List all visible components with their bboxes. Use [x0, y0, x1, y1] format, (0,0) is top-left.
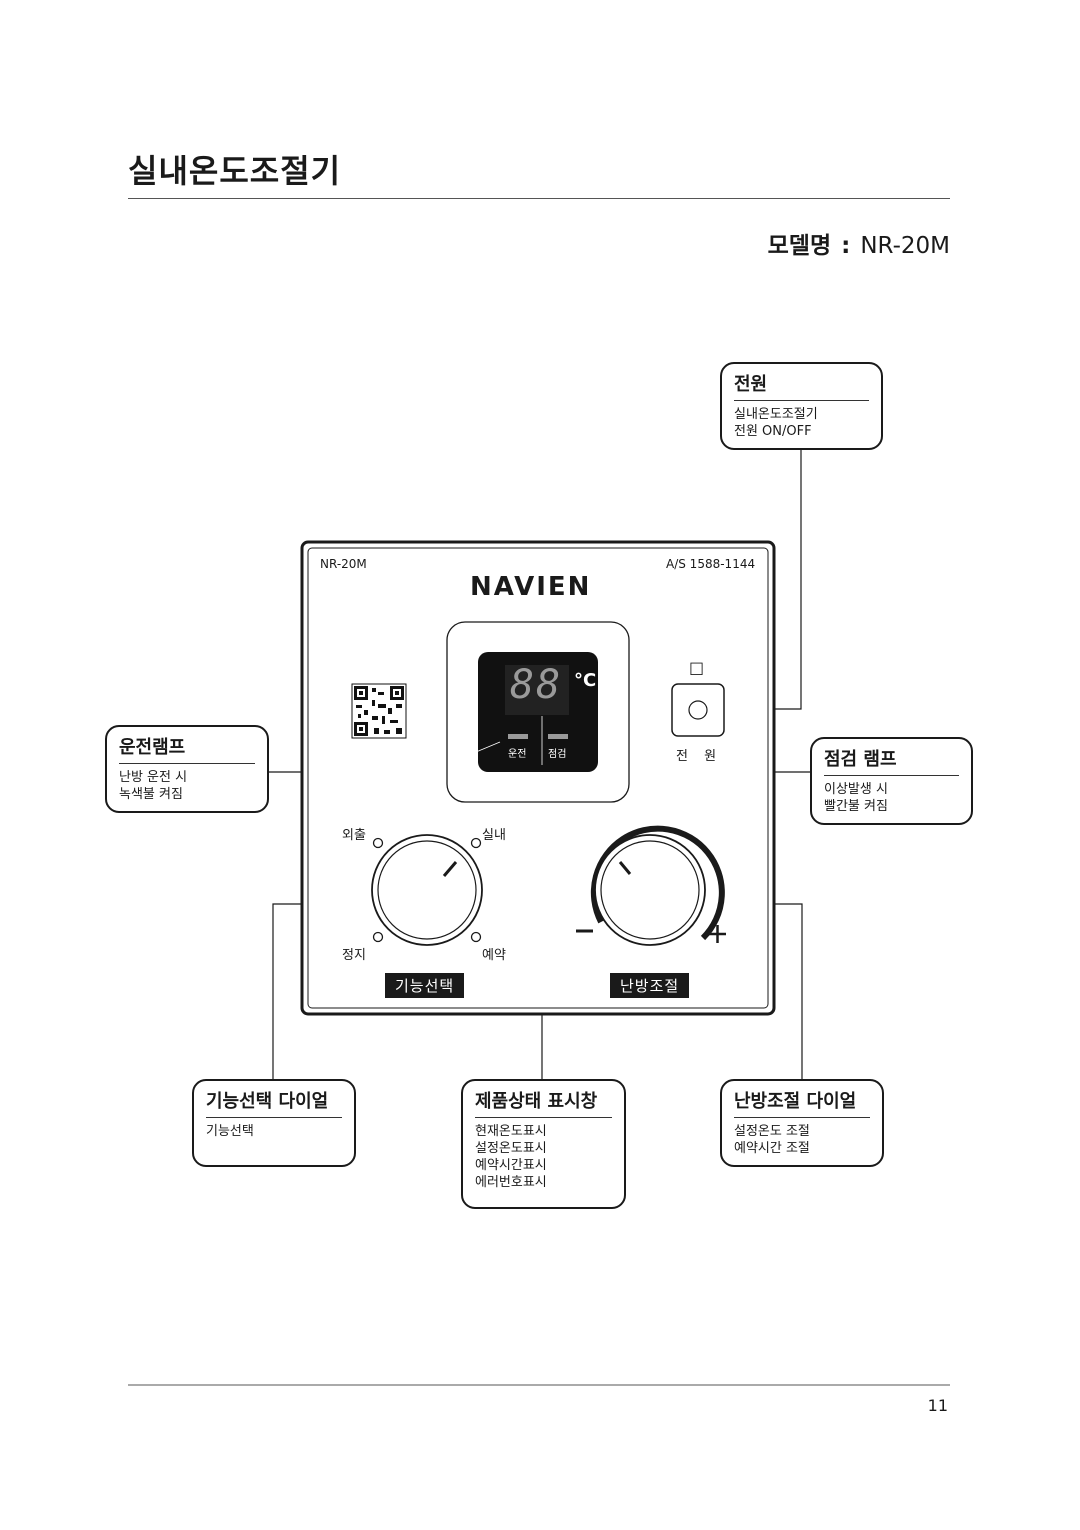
mode-dial-pointer — [442, 861, 458, 877]
mode-label-away: 외출 — [342, 828, 366, 843]
callout-check-lamp: 점검 램프 이상발생 시 빨간불 켜짐 — [810, 737, 973, 825]
mode-indicator-reserve — [470, 931, 482, 943]
run-lamp — [508, 734, 528, 739]
heat-dial-pointer — [618, 861, 632, 875]
mode-label-indoor: 실내 — [482, 828, 506, 843]
heat-dial-inner — [600, 840, 700, 940]
callout-mode-dial: 기능선택 다이얼 기능선택 — [192, 1079, 356, 1167]
device-as-number: A/S 1588-1144 — [666, 557, 756, 571]
mode-indicator-indoor — [470, 837, 482, 849]
display-unit: °C — [574, 670, 597, 691]
title-divider — [128, 198, 950, 199]
page-title: 실내온도조절기 — [128, 152, 342, 190]
callout-heat-dial: 난방조절 다이얼 설정온도 조절 예약시간 조절 — [720, 1079, 884, 1167]
check-lamp-label: 점검 — [548, 749, 567, 760]
heat-dial-tag: 난방조절 — [610, 973, 690, 998]
power-symbol-icon: □ — [689, 658, 705, 677]
mode-dial-tag: 기능선택 — [385, 973, 465, 998]
check-lamp — [548, 734, 568, 739]
run-lamp-label: 운전 — [508, 749, 527, 760]
model-name: 모델명:NR-20M — [767, 233, 950, 259]
display-digits: 88 — [510, 662, 563, 708]
page-number: 11 — [927, 1396, 948, 1415]
callout-run-lamp: 운전램프 난방 운전 시 녹색불 켜짐 — [105, 725, 269, 813]
callout-power: 전원 실내온도조절기 전원 ON/OFF — [720, 362, 883, 450]
power-button-ring — [688, 700, 708, 720]
mode-indicator-away — [372, 837, 384, 849]
mode-dial-inner — [377, 840, 477, 940]
qr-code — [351, 683, 407, 739]
mode-label-reserve: 예약 — [482, 948, 506, 963]
brand-logo: NAVIEN — [470, 572, 592, 602]
mode-label-stop: 정지 — [342, 948, 366, 963]
mode-indicator-stop — [372, 931, 384, 943]
digit-window — [505, 665, 569, 715]
power-label: 전 원 — [676, 749, 717, 764]
callout-display: 제품상태 표시창 현재온도표시 설정온도표시 예약시간표시 에러번호표시 — [461, 1079, 626, 1209]
device-inner-border — [307, 547, 769, 1009]
device-model: NR-20M — [320, 557, 367, 571]
